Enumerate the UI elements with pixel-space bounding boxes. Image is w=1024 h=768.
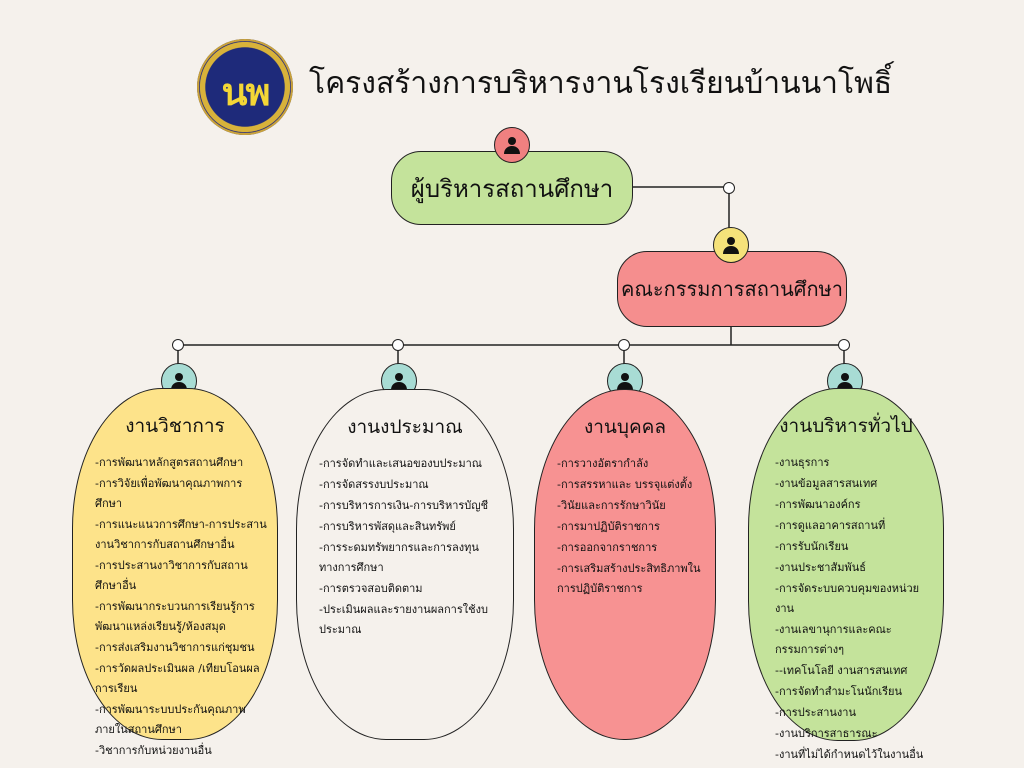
page-title: โครงสร้างการบริหารงานโรงเรียนบ้านนาโพธิ์ (309, 66, 893, 101)
duty-item: -งานประชาสัมพันธ์ (775, 561, 866, 574)
department-card-personnel: งานบุคคล -การวางอัตรากำลัง -การสรรหาและ บ… (534, 389, 716, 740)
duty-item: -การวางอัตรากำลัง (557, 457, 649, 470)
duty-item: -การสรรหาและ บรรจุแต่งตั้ง (557, 478, 693, 491)
duty-item: -การพัฒนาองค์กร (775, 498, 861, 511)
duty-item: -วิชาการกับหน่วยงานอื่น (95, 744, 212, 757)
logo-text: นพ (221, 70, 270, 114)
duty-item: -การพัฒนาหลักสูตรสถานศึกษา (95, 456, 244, 469)
board-box: คณะกรรมการสถานศึกษา (617, 251, 847, 327)
admin-label: ผู้บริหารสถานศึกษา (410, 174, 614, 203)
duty-item: -งานข้อมูลสารสนเทศ (775, 477, 878, 490)
department-title: งานบริหารทั่วไป (779, 415, 913, 437)
duty-item: -การประสานงาวิชาการกับสถานศึกษาอื่น (95, 559, 248, 592)
duty-item: -การบริหารพัสดุและสินทรัพย์ (319, 520, 456, 533)
department-card-budget: งานงประมาณ -การจัดทำและเสนอของบประมาณ-กา… (296, 389, 514, 740)
duty-item: -การดูแลอาคารสถานที่ (775, 519, 886, 532)
department-duties: -การวางอัตรากำลัง -การสรรหาและ บรรจุแต่งต… (557, 454, 705, 599)
duty-item: -วินัยและการรักษาวินัย (557, 499, 666, 512)
duty-item: --เทคโนโลยี งานสารสนเทศ (775, 664, 908, 677)
duty-item: -งานเลขานุการและคณะกรรมการต่างๆ (775, 623, 892, 656)
duty-item: -การระดมทรัพยากรและการลงทุนทางการศึกษา (319, 541, 479, 574)
duty-item: -งานที่ไม่ได้กำหนดไว้ในงานอื่น (775, 748, 924, 761)
duty-item: -การส่งเสริมงานวิชาการแก่ชุมชน (95, 641, 255, 654)
duty-item: -การจัดระบบควบคุมของหน่วยงาน (775, 582, 920, 615)
duty-item: -การจัดทำสำมะโนนักเรียน (775, 685, 903, 698)
department-card-academic: งานวิชาการ -การพัฒนาหลักสูตรสถานศึกษา -กา… (72, 388, 278, 757)
duty-item: -การจัดสรรงบประมาณ (319, 478, 429, 491)
connector-node (838, 339, 850, 351)
connector-node (172, 339, 184, 351)
connector-node (618, 339, 630, 351)
duty-item: -การพัฒนากระบวนการเรียนรู้การพัฒนาแหล่งเ… (95, 600, 255, 633)
duty-item: -ประเมินผลและรายงานผลการใช้งบประมาณ (319, 603, 488, 636)
department-card-general: งานบริหารทั่วไป -งานธุรการ -งานข้อมูลสารส… (748, 388, 944, 761)
duty-item: -การมาปฏิบัติราชการ (557, 520, 660, 533)
person-icon (494, 127, 530, 163)
duty-item: -การบริหารการเงิน-การบริหารบัญชี (319, 499, 489, 512)
department-duties: -งานธุรการ -งานข้อมูลสารสนเทศ -การพัฒนาองค… (771, 453, 933, 765)
department-duties: -การจัดทำและเสนอของบประมาณ -การจัดสรรงบปร… (319, 454, 503, 640)
department-title: งานวิชาการ (125, 415, 225, 437)
duty-item: -การวัดผลประเมินผล /เทียบโอนผลการเรียน (95, 662, 260, 695)
duty-item: -การเสริมสร้างประสิทธิภาพในการปฏิบัติราช… (557, 562, 701, 595)
department-duties: -การพัฒนาหลักสูตรสถานศึกษา -การวิจัยเพื่อ… (95, 453, 267, 761)
duty-item: -การรับนักเรียน (775, 540, 849, 553)
school-seal-icon: นพ (197, 39, 293, 135)
department-title: งานงประมาณ (347, 416, 463, 438)
duty-item: -งานบริการสาธารณะ (775, 727, 878, 740)
connector-node (392, 339, 404, 351)
duty-item: -การวิจัยเพื่อพัฒนาคุณภาพการศึกษา (95, 477, 243, 510)
connector-node (723, 182, 735, 194)
admin-box: ผู้บริหารสถานศึกษา (391, 151, 633, 225)
person-icon (713, 227, 749, 263)
duty-item: -การออกจากราชการ (557, 541, 658, 554)
department-title: งานบุคคล (583, 416, 667, 438)
board-label: คณะกรรมการสถานศึกษา (621, 277, 843, 301)
duty-item: -การจัดทำและเสนอของบประมาณ (319, 457, 482, 470)
duty-item: -การตรวจสอบติดตาม (319, 582, 423, 595)
duty-item: -การประสานงาน (775, 706, 856, 719)
duty-item: -งานธุรการ (775, 456, 830, 469)
duty-item: -การแนะแนวการศึกษา-การประสานงานวิชาการกั… (95, 518, 267, 551)
duty-item: -การพัฒนาระบบประกันคุณภาพภายในสถานศึกษา (95, 703, 246, 736)
